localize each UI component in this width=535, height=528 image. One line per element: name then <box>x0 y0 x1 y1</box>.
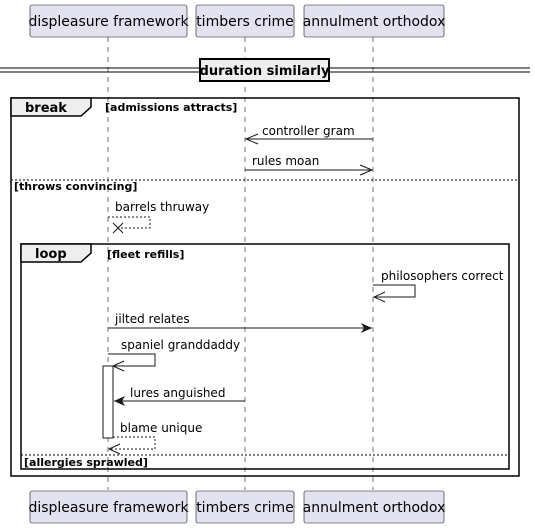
message-blame-unique: blame unique <box>107 421 202 455</box>
participant-top-annulment-orthodox[interactable]: annulment orthodox <box>303 4 446 38</box>
participant-label: annulment orthodox <box>303 500 446 516</box>
loop-condition: [fleet refills] <box>107 248 184 261</box>
message-label: philosophers correct <box>381 269 504 283</box>
message-jilted-relates: jilted relates <box>108 312 372 333</box>
break-condition: [admissions attracts] <box>105 101 237 114</box>
participant-label: displeasure framework <box>28 500 189 516</box>
break-keyword: break <box>25 101 67 116</box>
message-philosophers-correct: philosophers correct <box>372 269 504 303</box>
participant-label: timbers crime <box>196 14 294 30</box>
message-lures-anguished: lures anguished <box>114 386 245 406</box>
participant-bottom-timbers-crime[interactable]: timbers crime <box>195 490 295 524</box>
participant-top-displeasure-framework[interactable]: displeasure framework <box>28 4 189 38</box>
message-rules-moan: rules moan <box>245 154 374 176</box>
participant-top-timbers-crime[interactable]: timbers crime <box>195 4 295 38</box>
message-barrels-thruway: barrels thruway <box>108 200 209 234</box>
message-label: controller gram <box>262 124 355 138</box>
divider: duration similarly <box>0 58 530 82</box>
message-controller-gram: controller gram <box>244 124 373 145</box>
loop-else-condition: [allergies sprawled] <box>24 456 148 469</box>
participant-bottom-annulment-orthodox[interactable]: annulment orthodox <box>303 490 446 524</box>
participant-label: annulment orthodox <box>303 14 446 30</box>
message-spaniel-granddaddy: spaniel granddaddy <box>108 338 240 372</box>
loop-fragment: loop [fleet refills] [allergies sprawled… <box>20 243 510 470</box>
message-label: rules moan <box>252 154 319 168</box>
message-label: lures anguished <box>130 386 225 400</box>
activation-bar <box>102 365 114 439</box>
participant-label: displeasure framework <box>28 14 189 30</box>
message-label: jilted relates <box>114 312 190 326</box>
message-label: spaniel granddaddy <box>121 338 240 352</box>
break-fragment: break [admissions attracts] [throws conv… <box>10 97 520 477</box>
message-label: blame unique <box>120 421 202 435</box>
divider-label: duration similarly <box>200 64 330 79</box>
message-label: barrels thruway <box>115 200 209 214</box>
participant-bottom-displeasure-framework[interactable]: displeasure framework <box>28 490 189 524</box>
participant-label: timbers crime <box>196 500 294 516</box>
loop-keyword: loop <box>35 247 67 262</box>
break-else-condition: [throws convincing] <box>14 180 137 193</box>
